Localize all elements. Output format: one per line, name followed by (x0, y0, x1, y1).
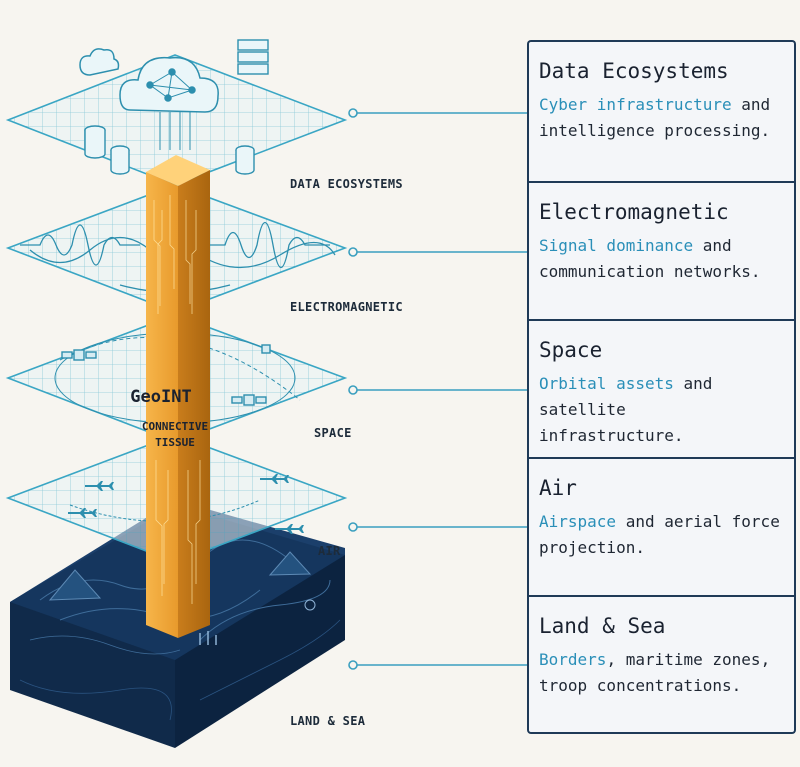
card-text-line2: projection. (539, 538, 645, 557)
card-title: Space (539, 338, 603, 362)
card-divider (527, 595, 796, 597)
database-icon (84, 125, 255, 175)
card-text: and aerial force (616, 512, 780, 531)
card-text: and (693, 236, 732, 255)
card-description: Airspace and aerial force projection. (539, 509, 786, 561)
layer-label-land-sea: LAND & SEA (290, 714, 366, 728)
card-title: Air (539, 476, 577, 500)
pillar-subtitle-line1: CONNECTIVE (142, 420, 208, 433)
card-land-sea: Land & Sea Borders, maritime zones, troop… (527, 597, 796, 734)
card-text-line2: infrastructure. (539, 426, 684, 445)
server-rack-icon (237, 39, 269, 75)
card-highlight: Cyber infrastructure (539, 95, 732, 114)
layer-label-space: SPACE (314, 426, 352, 440)
layer-label-electromagnetic: ELECTROMAGNETIC (290, 300, 403, 314)
airplane-icon (68, 474, 304, 534)
terrain-icon (48, 551, 316, 645)
card-highlight: Signal dominance (539, 236, 694, 255)
card-text-line2: communication networks. (539, 262, 761, 281)
card-space: Space Orbital assets and satellite infras… (527, 321, 796, 457)
card-highlight: Airspace (539, 512, 617, 531)
card-description: Orbital assets and satellite infrastructu… (539, 371, 786, 449)
pillar-subtitle-line2: TISSUE (155, 436, 195, 449)
connectors (356, 112, 527, 666)
card-divider (527, 319, 796, 321)
card-text-line2: intelligence processing. (539, 121, 771, 140)
card-highlight: Borders (539, 650, 607, 669)
card-text: , maritime zones, (606, 650, 771, 669)
card-title: Electromagnetic (539, 200, 729, 224)
card-description: Signal dominance and communication networ… (539, 233, 786, 285)
pillar-title: GeoINT (130, 387, 191, 407)
card-description: Cyber infrastructure and intelligence pro… (539, 92, 786, 144)
geoint-pillar (146, 155, 210, 638)
card-data-ecosystems: Data Ecosystems Cyber infrastructure and… (527, 40, 796, 181)
card-electromagnetic: Electromagnetic Signal dominance and comm… (527, 183, 796, 319)
cloud-network-icon (79, 48, 219, 113)
card-text: and satellite (539, 374, 713, 419)
card-title: Data Ecosystems (539, 59, 729, 83)
card-text-line2: troop concentrations. (539, 676, 742, 695)
card-divider (527, 457, 796, 459)
card-air: Air Airspace and aerial force projection. (527, 459, 796, 595)
card-divider (527, 181, 796, 183)
connector-dots (348, 108, 358, 670)
card-title: Land & Sea (539, 614, 666, 638)
layer-label-data-ecosystems: DATA ECOSYSTEMS (290, 177, 403, 191)
card-description: Borders, maritime zones, troop concentrat… (539, 647, 786, 699)
card-highlight: Orbital assets (539, 374, 674, 393)
layer-label-air: AIR (318, 544, 341, 558)
card-text: and (731, 95, 771, 114)
satellite-icon (61, 344, 271, 406)
